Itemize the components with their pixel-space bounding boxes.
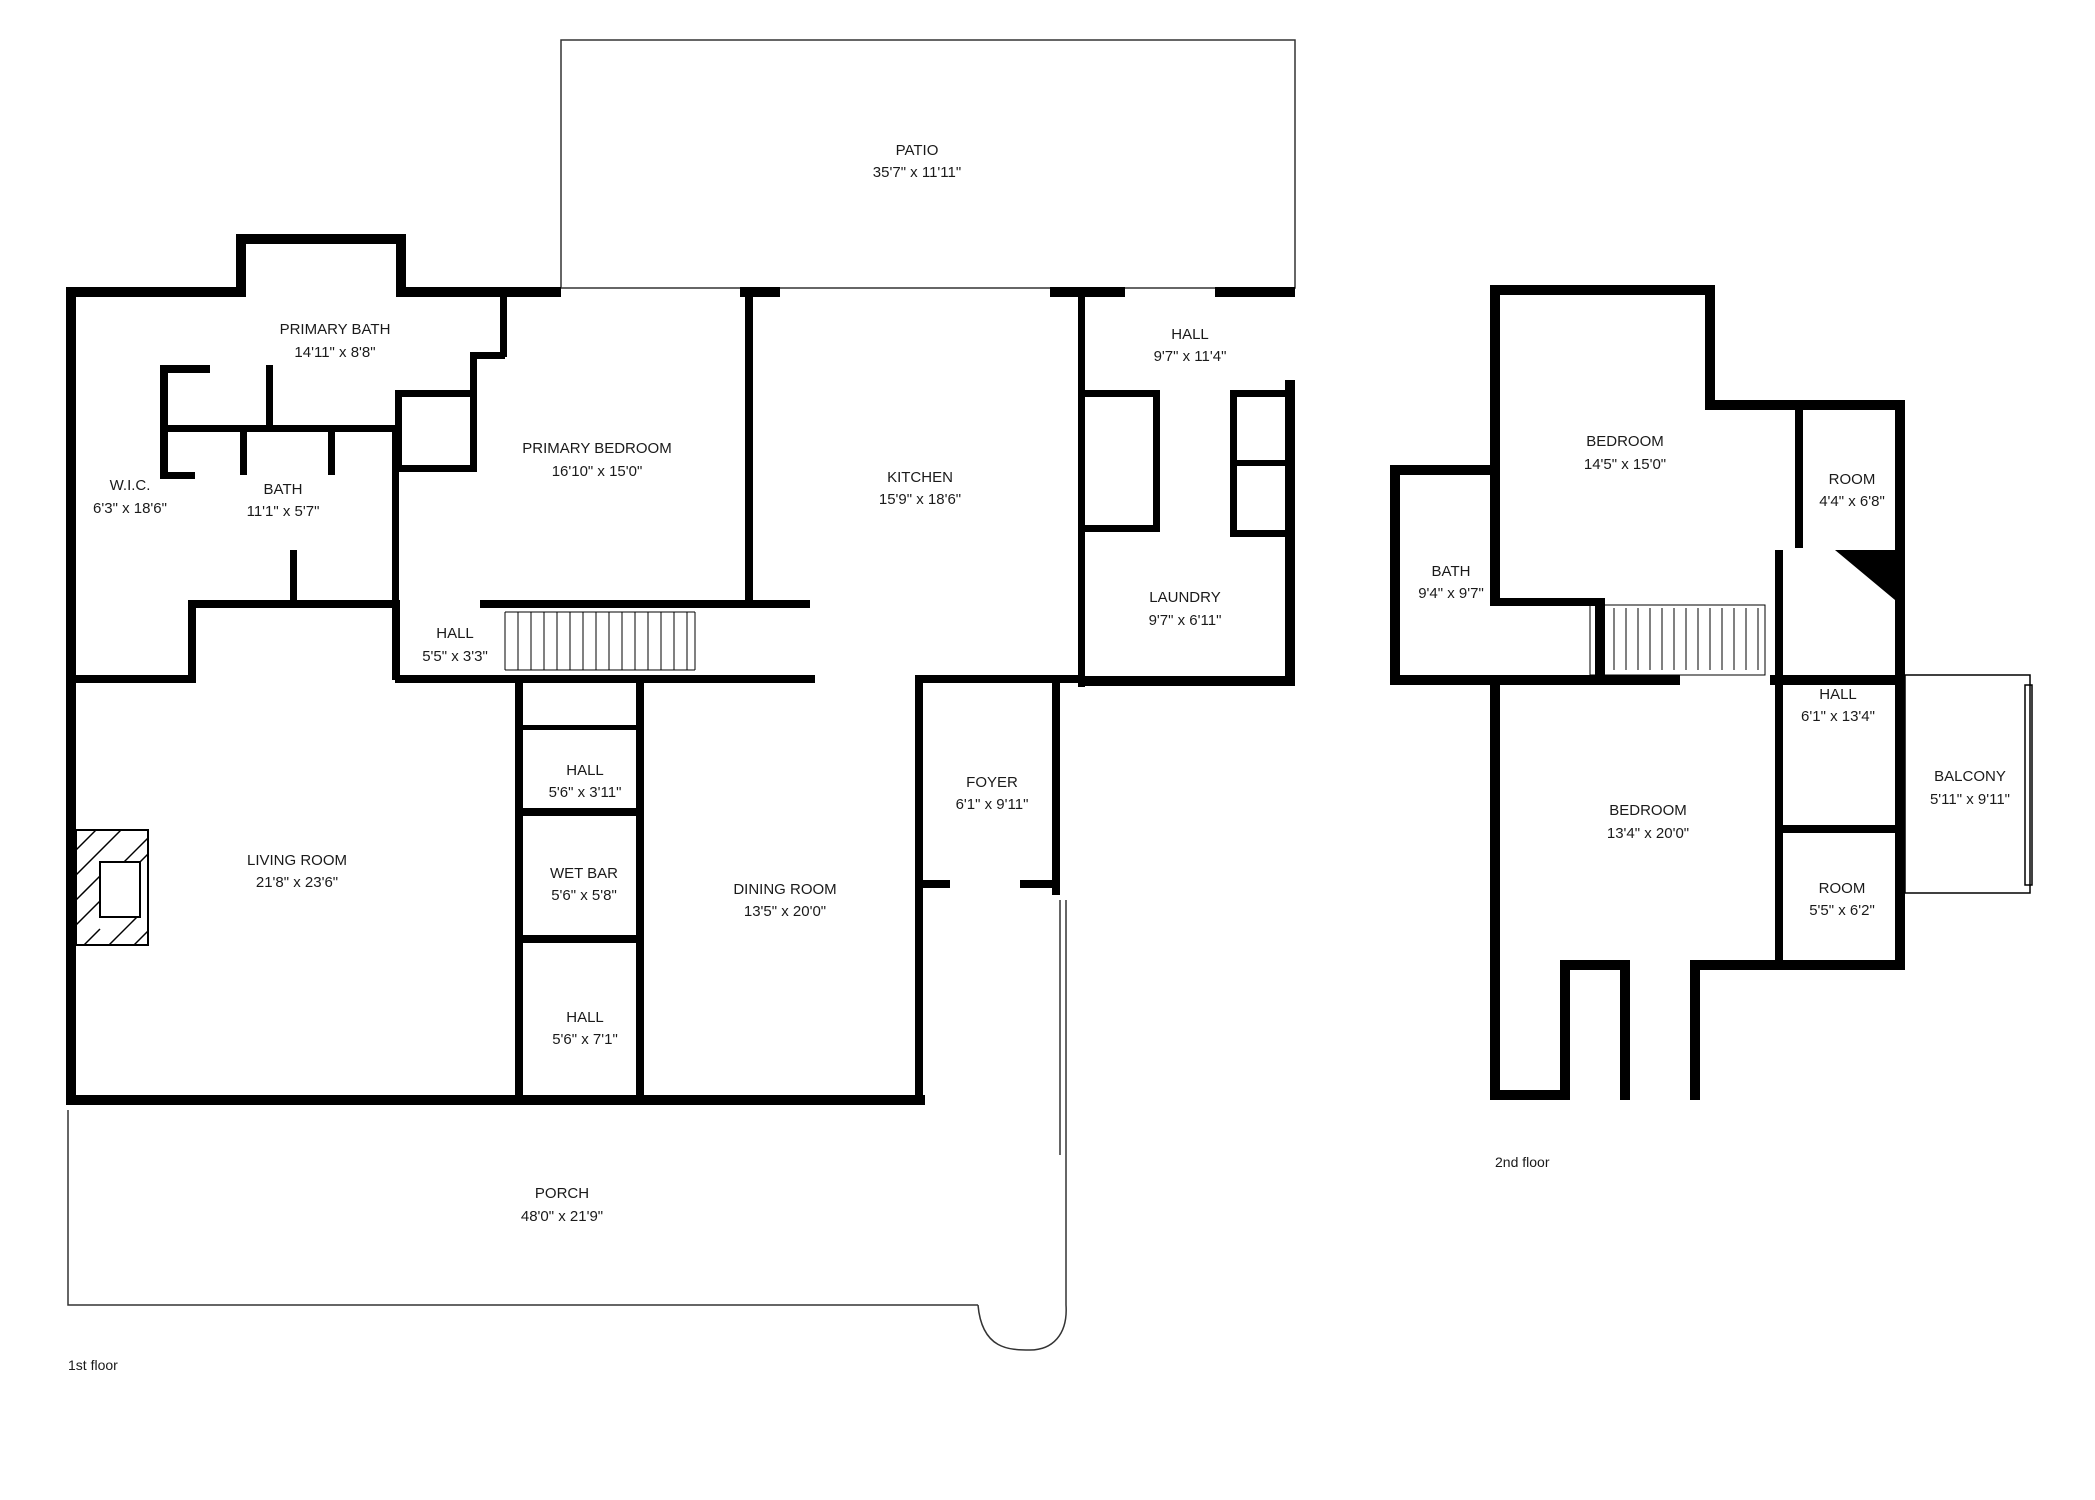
room-bath-1: BATH 11'1" x 5'7" [247, 481, 320, 520]
patio-outline [560, 39, 1296, 289]
room-kitchen: KITCHEN 15'9" x 18'6" [879, 469, 961, 508]
floor-label-second: 2nd floor [1495, 1154, 1550, 1170]
room-name: ROOM [1829, 471, 1876, 488]
room-dimensions: 11'1" x 5'7" [247, 503, 320, 520]
room-name: DINING ROOM [733, 881, 836, 898]
room-dimensions: 16'10" x 15'0" [552, 463, 643, 480]
room-wic: W.I.C. 6'3" x 18'6" [93, 477, 167, 517]
room-laundry: LAUNDRY 9'7" x 6'11" [1149, 589, 1222, 629]
first-floor-stairs [504, 611, 696, 671]
room-name: PRIMARY BATH [280, 321, 391, 338]
room-bedroom-b: BEDROOM 13'4" x 20'0" [1607, 802, 1689, 842]
second-floor-walls [1390, 285, 1905, 1100]
room-dining-room: DINING ROOM 13'5" x 20'0" [733, 881, 836, 920]
room-name: ROOM [1819, 880, 1866, 897]
first-floor-walls [66, 234, 1295, 1105]
room-dimensions: 5'5" x 3'3" [422, 648, 488, 665]
room-dimensions: 6'3" x 18'6" [93, 500, 167, 517]
room-dimensions: 14'5" x 15'0" [1584, 456, 1666, 473]
room-bedroom-a: BEDROOM 14'5" x 15'0" [1584, 433, 1666, 473]
room-living-room: LIVING ROOM 21'8" x 23'6" [247, 852, 347, 891]
fireplace [75, 829, 149, 946]
room-dimensions: 13'5" x 20'0" [744, 903, 826, 920]
room-dimensions: 13'4" x 20'0" [1607, 825, 1689, 842]
floor-label-first: 1st floor [68, 1357, 118, 1373]
room-room-a: ROOM 4'4" x 6'8" [1819, 471, 1885, 510]
room-foyer: FOYER 6'1" x 9'11" [956, 774, 1029, 813]
room-name: HALL [1819, 686, 1857, 703]
room-name: BEDROOM [1609, 802, 1687, 819]
room-name: BATH [1432, 563, 1471, 580]
room-hall-upper: HALL 5'6" x 3'11" [549, 762, 622, 801]
room-name: FOYER [966, 774, 1018, 791]
room-dimensions: 5'6" x 5'8" [551, 887, 617, 904]
room-dimensions: 9'7" x 6'11" [1149, 612, 1222, 629]
room-name: PORCH [535, 1185, 589, 1202]
room-name: PATIO [896, 142, 939, 159]
room-dimensions: 6'1" x 9'11" [956, 796, 1029, 813]
room-bath-2: BATH 9'4" x 9'7" [1418, 563, 1484, 602]
room-dimensions: 4'4" x 6'8" [1819, 493, 1885, 510]
porch-outline [67, 900, 1067, 1351]
room-hall-lower: HALL 5'6" x 7'1" [552, 1009, 618, 1048]
room-name: PRIMARY BEDROOM [522, 440, 671, 457]
room-dimensions: 5'6" x 7'1" [552, 1031, 618, 1048]
room-name: BALCONY [1934, 768, 2006, 785]
room-primary-bedroom: PRIMARY BEDROOM 16'10" x 15'0" [522, 440, 671, 480]
room-dimensions: 35'7" x 11'11" [873, 164, 961, 181]
room-name: BEDROOM [1586, 433, 1664, 450]
room-room-b: ROOM 5'5" x 6'2" [1809, 880, 1875, 919]
room-hall-stair: HALL 5'5" x 3'3" [422, 625, 488, 665]
room-name: WET BAR [550, 865, 618, 882]
room-balcony: BALCONY 5'11" x 9'11" [1930, 768, 2010, 808]
room-dimensions: 9'4" x 9'7" [1418, 585, 1484, 602]
room-dimensions: 15'9" x 18'6" [879, 491, 961, 508]
room-name: HALL [436, 625, 474, 642]
room-dimensions: 5'6" x 3'11" [549, 784, 622, 801]
room-dimensions: 48'0" x 21'9" [521, 1208, 603, 1225]
room-porch: PORCH 48'0" x 21'9" [521, 1185, 603, 1225]
room-patio: PATIO 35'7" x 11'11" [873, 142, 961, 181]
balcony-outline [1904, 674, 2033, 894]
room-name: LIVING ROOM [247, 852, 347, 869]
room-name: W.I.C. [110, 477, 151, 494]
room-name: HALL [566, 762, 604, 779]
room-dimensions: 21'8" x 23'6" [256, 874, 338, 891]
room-name: BATH [264, 481, 303, 498]
room-dimensions: 14'11" x 8'8" [294, 344, 375, 361]
room-dimensions: 9'7" x 11'4" [1154, 348, 1227, 365]
room-dimensions: 6'1" x 13'4" [1801, 708, 1875, 725]
room-name: LAUNDRY [1149, 589, 1220, 606]
room-hall-2: HALL 6'1" x 13'4" [1801, 686, 1875, 725]
second-floor-stairs [1589, 604, 1766, 676]
room-name: HALL [1171, 326, 1209, 343]
room-primary-bath: PRIMARY BATH 14'11" x 8'8" [280, 321, 391, 361]
room-name: HALL [566, 1009, 604, 1026]
room-hall-kitchen: HALL 9'7" x 11'4" [1154, 326, 1227, 365]
room-wet-bar: WET BAR 5'6" x 5'8" [550, 865, 618, 904]
room-dimensions: 5'5" x 6'2" [1809, 902, 1875, 919]
room-dimensions: 5'11" x 9'11" [1930, 791, 2010, 808]
room-name: KITCHEN [887, 469, 953, 486]
